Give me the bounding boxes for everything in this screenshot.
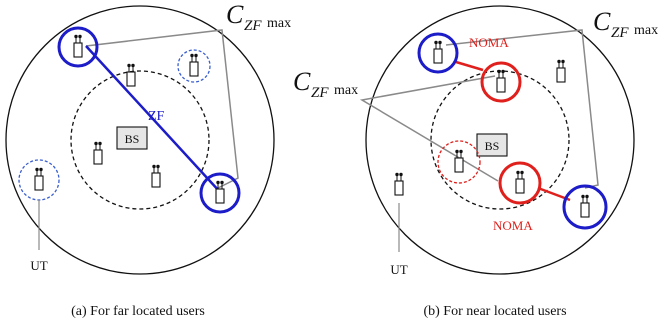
svg-text:C: C [226, 0, 244, 29]
user-terminal-icon [580, 194, 590, 218]
zf-user-circle [417, 32, 459, 74]
cell-outer-boundary [5, 5, 275, 275]
cell-outer-boundary [365, 5, 635, 275]
user-terminal-icon [126, 63, 136, 87]
zf-user-circle [57, 26, 99, 68]
svg-text:C: C [593, 7, 611, 36]
caption-b: (b) For near located users [423, 304, 566, 319]
bs-label: BS [125, 132, 140, 146]
zf-user-circle [199, 172, 241, 214]
user-terminal-icon [73, 34, 83, 58]
noma-user-circle [498, 161, 542, 205]
panel-b: BS UT NOMA NOMA C ZF max C ZF [293, 5, 658, 319]
noma-user-circle [480, 61, 522, 103]
cmax-label-left: C ZF max [293, 67, 358, 101]
zf-link [85, 45, 221, 193]
bs-label: BS [485, 139, 500, 153]
noma-label-top: NOMA [469, 35, 509, 50]
noma-link-top [455, 60, 484, 72]
base-station-box [476, 133, 508, 157]
user-terminal-icon [93, 141, 103, 165]
ut-label: UT [390, 262, 407, 277]
user-terminal-icon [215, 180, 225, 204]
user-terminal-icon [556, 59, 566, 83]
cmax-label: C ZF max [226, 0, 291, 34]
svg-text:ZF: ZF [311, 85, 329, 101]
user-terminal-icon [496, 69, 506, 93]
user-terminal-icon [34, 167, 44, 191]
svg-text:ZF: ZF [244, 18, 262, 34]
cmax-bracket [85, 29, 239, 189]
cmax-label-right: C ZF max [593, 7, 658, 41]
svg-text:max: max [267, 16, 291, 31]
user-terminal-icon [151, 164, 161, 188]
user-terminal-icon [454, 149, 464, 173]
noma-label-bottom: NOMA [493, 218, 533, 233]
idle-user-circle [437, 140, 481, 184]
user-terminal-icon [515, 170, 525, 194]
base-station-box [116, 126, 148, 150]
panel-a: ZF BS UT C ZF max (a) For far located us… [5, 0, 291, 319]
svg-text:max: max [634, 23, 658, 38]
user-terminal-icon [394, 172, 404, 196]
zf-user-circle [562, 184, 608, 230]
cmax-bracket-left [359, 75, 499, 182]
cell-inner-boundary [70, 70, 210, 210]
user-terminal-icon [189, 53, 199, 77]
idle-user-circle [177, 49, 211, 83]
zf-label: ZF [148, 109, 165, 124]
svg-text:ZF: ZF [611, 25, 629, 41]
user-terminal-icon [433, 40, 443, 64]
caption-a: (a) For far located users [71, 304, 205, 319]
svg-text:max: max [334, 83, 358, 98]
svg-text:C: C [293, 67, 311, 96]
ut-label: UT [30, 258, 47, 273]
